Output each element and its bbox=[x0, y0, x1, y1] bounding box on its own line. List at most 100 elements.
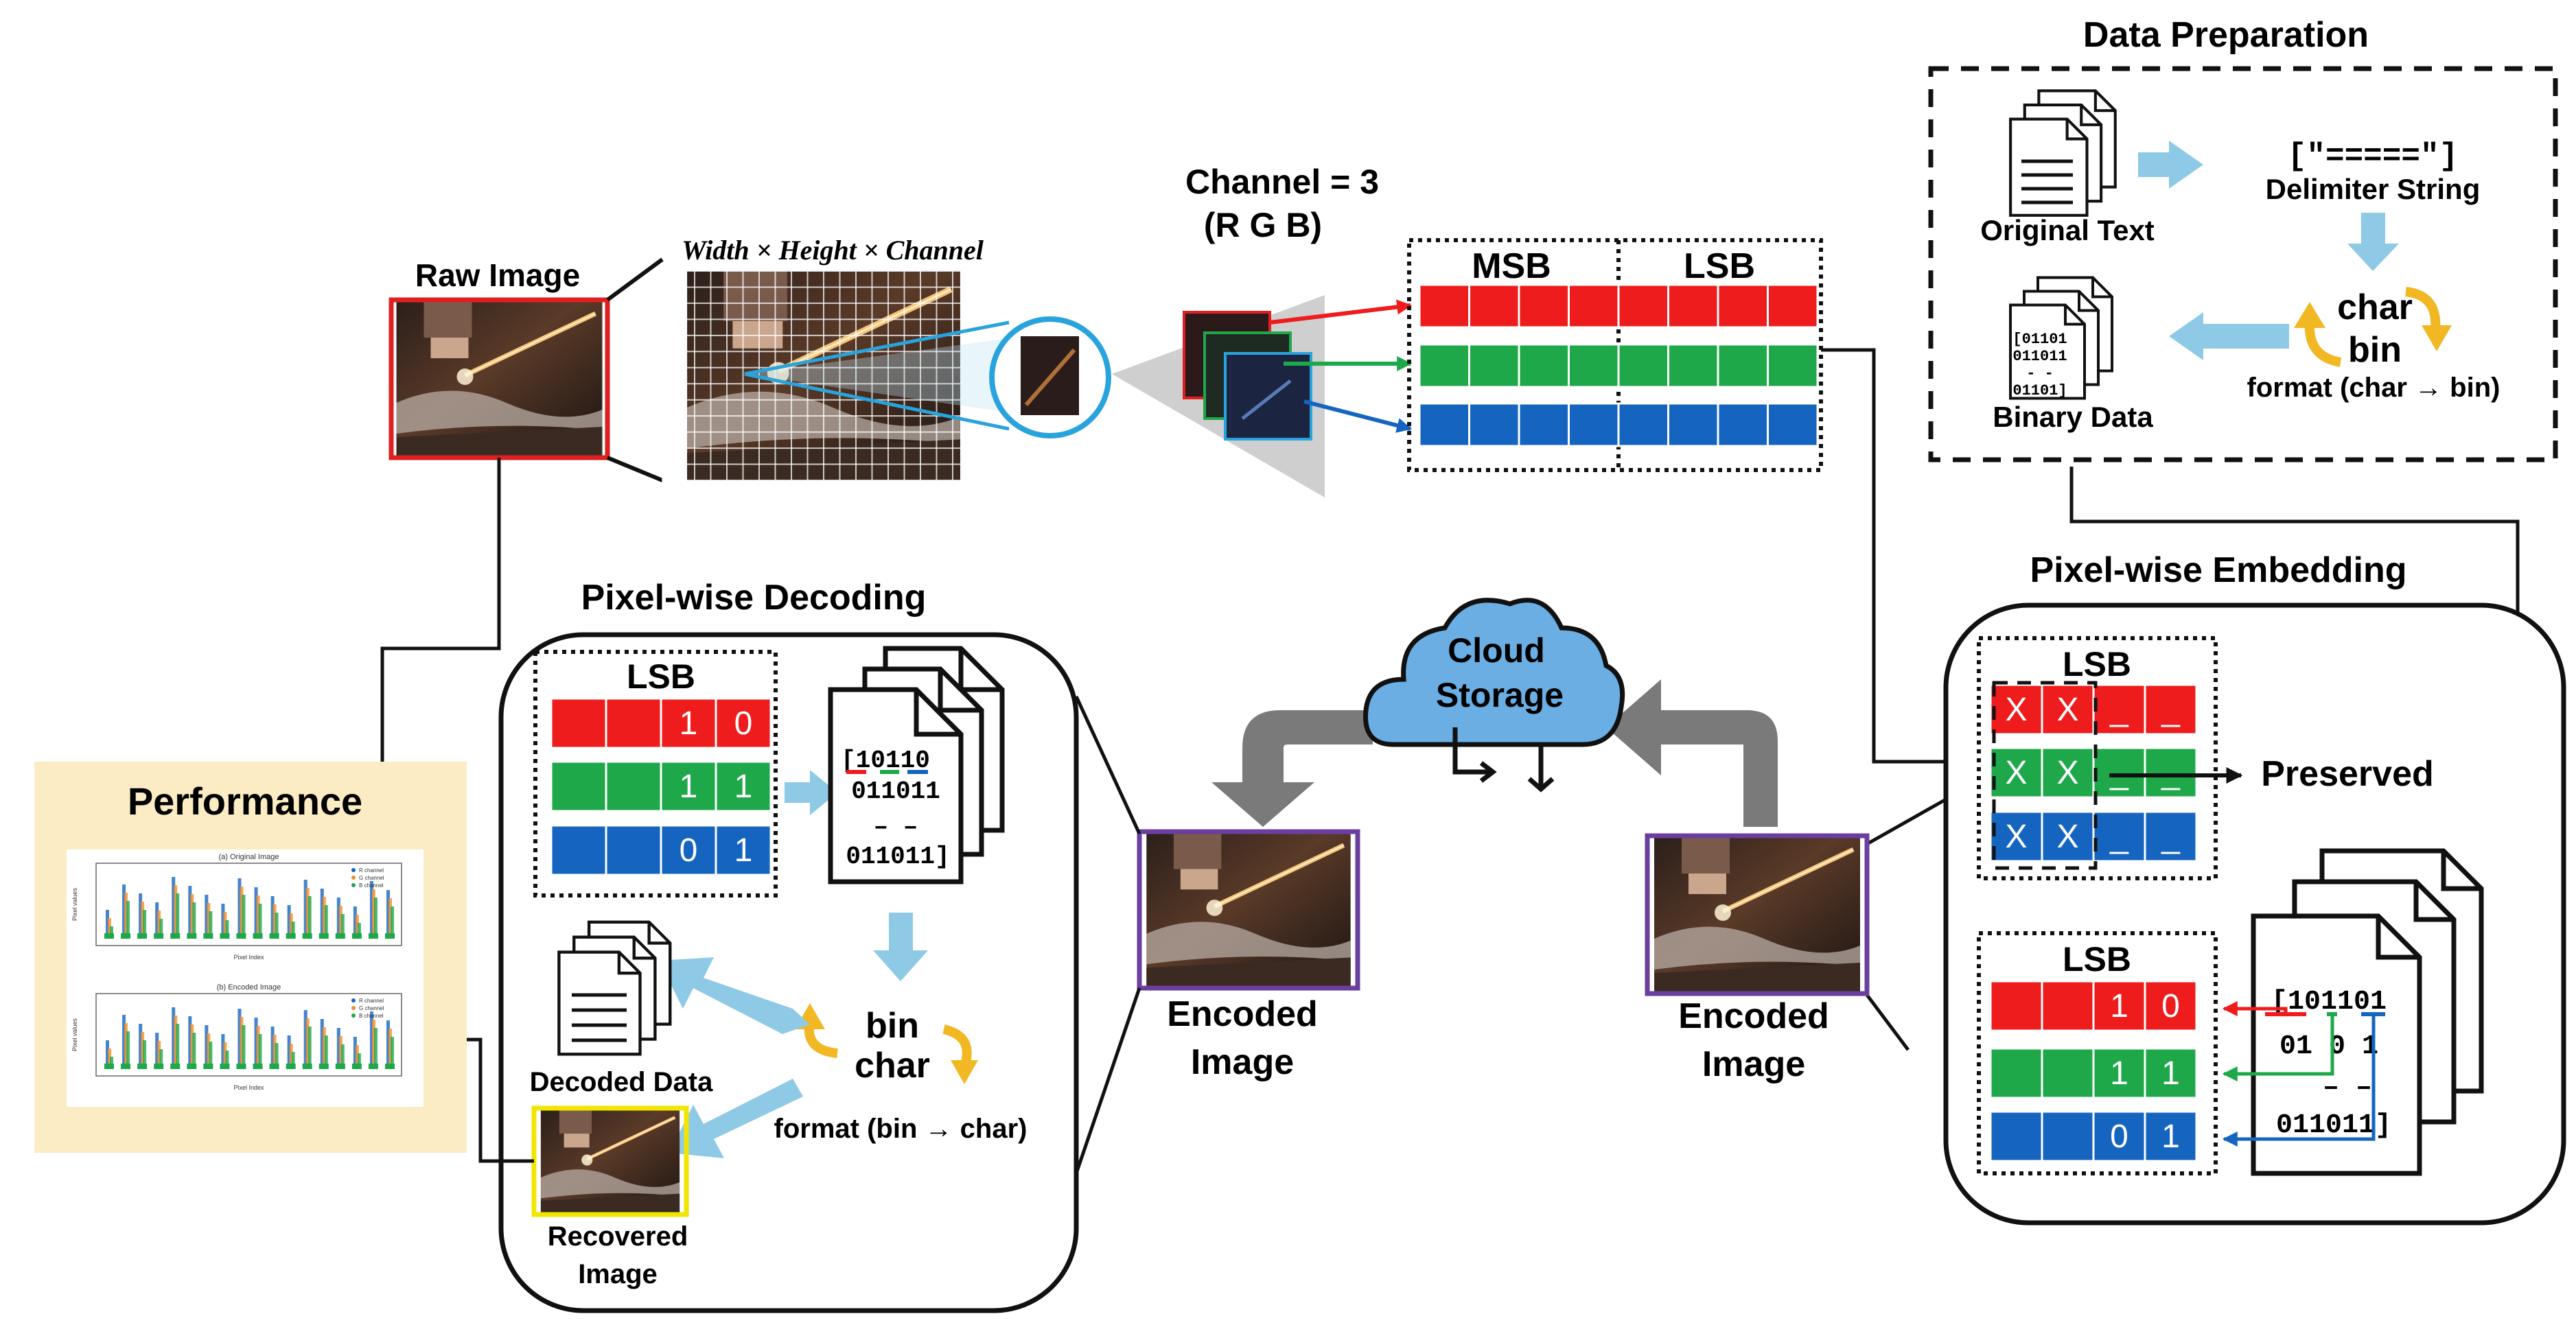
plot-original-series-3-peak-15 bbox=[340, 914, 345, 937]
plot-encoded-baseline-15 bbox=[335, 1064, 345, 1069]
bit-cell-blue-6 bbox=[1667, 402, 1719, 447]
embedding-top-cell-red-1 bbox=[1989, 683, 2043, 736]
delimiter-to-format-arrow bbox=[2347, 213, 2399, 271]
recovered-line1: Recovered bbox=[548, 1221, 688, 1252]
plot-original-series-3-peak-6 bbox=[192, 902, 196, 937]
plot-original-series-2-peak-15 bbox=[338, 906, 343, 937]
plot-original-series-2-peak-3 bbox=[141, 902, 145, 937]
embedding-top-cell-blue-4 bbox=[2144, 810, 2198, 863]
embedding-top-cell-red-4 bbox=[2144, 683, 2198, 736]
bit-cell-blue-5 bbox=[1617, 402, 1669, 447]
encoded-right-line1: Encoded bbox=[1678, 996, 1829, 1036]
plot-original-series-3-peak-16 bbox=[357, 923, 361, 937]
plot-original-title: (a) Original Image bbox=[218, 853, 279, 861]
decoding-cell-red-1 bbox=[550, 697, 607, 749]
bit-cell-red-8 bbox=[1767, 283, 1819, 329]
plot-original-series-2-peak-12 bbox=[289, 913, 293, 937]
data-prep-box bbox=[1928, 66, 2558, 462]
plot-encoded-baseline-17 bbox=[368, 1064, 378, 1069]
embedding-top-cell-green-4 bbox=[2144, 747, 2198, 799]
binary-doc-line1: [01101 bbox=[2012, 331, 2067, 348]
plot-encoded-series-3-peak-9 bbox=[242, 1025, 246, 1068]
plot-encoded-series-3-peak-1 bbox=[110, 1057, 113, 1068]
decoding-cell-green-2 bbox=[605, 760, 662, 812]
decoding-lsb-box bbox=[533, 650, 778, 898]
decoding-char-label: char bbox=[855, 1046, 930, 1086]
embed-green-arrow bbox=[2222, 1014, 2334, 1081]
bin-char-cycle-icon bbox=[795, 1003, 978, 1084]
embedding-zoom-line-bottom bbox=[1866, 994, 1910, 1051]
plot-encoded-baseline-16 bbox=[351, 1064, 362, 1069]
plot-encoded-series-1-peak-18 bbox=[386, 1020, 390, 1068]
plot-original-series-2-peak-2 bbox=[124, 893, 128, 937]
plot-encoded-baseline-10 bbox=[253, 1064, 263, 1069]
plot-original-series-3-peak-14 bbox=[324, 905, 328, 937]
pixel-magnifier bbox=[744, 316, 1111, 438]
embedding-bottom-cell-green-2 bbox=[2041, 1047, 2095, 1099]
cloud-line1: Cloud bbox=[1448, 631, 1545, 670]
plot-encoded-series-3-peak-18 bbox=[391, 1037, 394, 1068]
decoding-cell-green-3 bbox=[660, 760, 717, 812]
plot-original-series-3-peak-2 bbox=[126, 901, 130, 937]
embedding-top-bit-green-3: _ bbox=[2109, 755, 2129, 791]
plot-encoded-series-3-peak-10 bbox=[258, 1034, 262, 1068]
decoding-bin-label: bin bbox=[866, 1006, 919, 1046]
plot-original-series-1-peak-1 bbox=[106, 910, 109, 937]
plot-original-series-2-peak-6 bbox=[190, 894, 194, 937]
plot-original-baseline-13 bbox=[302, 933, 312, 939]
plot-original-series-1-peak-12 bbox=[287, 905, 291, 937]
plot-original-baseline-5 bbox=[170, 933, 181, 939]
plot-original-series-2-peak-8 bbox=[223, 912, 227, 937]
decoding-cell-blue-1 bbox=[550, 824, 607, 876]
decoding-cell-blue-4 bbox=[715, 824, 772, 876]
bit-cell-blue-1 bbox=[1418, 402, 1470, 447]
decoded-data-label: Decoded Data bbox=[530, 1067, 713, 1097]
embedding-bottom-cell-red-4 bbox=[2144, 980, 2198, 1032]
decoding-cell-red-2 bbox=[605, 697, 662, 749]
plot-original-baseline-1 bbox=[104, 933, 114, 939]
plot-encoded-baseline-14 bbox=[318, 1064, 329, 1069]
decoding-doc-line2: 011011 bbox=[851, 777, 940, 806]
decoding-cell-blue-3 bbox=[660, 824, 717, 876]
plot-encoded-series-1-peak-10 bbox=[254, 1018, 258, 1068]
plot-encoded-series-2-peak-3 bbox=[141, 1032, 145, 1068]
embedding-bottom-cell-green-4 bbox=[2144, 1047, 2198, 1099]
plot-encoded-series-3-peak-3 bbox=[143, 1040, 147, 1068]
original-text-label: Original Text bbox=[1980, 214, 2155, 246]
plot-encoded-legend-3: B channel bbox=[359, 1013, 384, 1019]
plot-encoded-legend-marker-1 bbox=[351, 998, 356, 1003]
plot-encoded-series-1-peak-14 bbox=[320, 1019, 324, 1068]
format-bin-to-char: format (bin → char) bbox=[774, 1114, 1028, 1144]
plot-original-series-1-peak-7 bbox=[205, 895, 209, 937]
plot-original-baseline-14 bbox=[318, 933, 329, 939]
plot-original-series-1-peak-3 bbox=[139, 893, 143, 937]
embedding-binary-doc-icon bbox=[2251, 848, 2484, 1176]
embedding-top-bit-blue-1: X bbox=[2005, 819, 2027, 855]
plot-original-series-3-peak-9 bbox=[242, 895, 246, 937]
plot-encoded-series-2-peak-14 bbox=[322, 1027, 326, 1068]
plot-encoded-series-1-peak-15 bbox=[336, 1028, 340, 1068]
plot-encoded-series-2-peak-9 bbox=[240, 1017, 244, 1068]
plot-original-series-2-peak-10 bbox=[256, 895, 260, 937]
performance-title: Performance bbox=[128, 780, 362, 823]
channel-rgb-label: (R G B) bbox=[1204, 206, 1322, 244]
plot-original-series-1-peak-9 bbox=[237, 878, 242, 937]
plot-original-baseline-18 bbox=[385, 933, 395, 939]
plot-encoded-series-1-peak-12 bbox=[287, 1035, 291, 1068]
embedding-bottom-bit-green-4: 1 bbox=[2161, 1055, 2180, 1092]
plot-encoded-baseline-7 bbox=[203, 1064, 213, 1069]
format-to-binary-arrow bbox=[2169, 312, 2289, 360]
bit-plane-table: MSB LSB bbox=[1407, 238, 1823, 472]
decoded-data-doc-icon bbox=[559, 922, 670, 1055]
upload-to-cloud-arrow bbox=[1606, 679, 1778, 827]
plot-original-series-1-peak-11 bbox=[270, 896, 275, 937]
embedding-top-bit-red-4: _ bbox=[2161, 692, 2181, 728]
plot-encoded-series-3-peak-7 bbox=[209, 1042, 213, 1068]
plot-original-xlabel: Pixel Index bbox=[233, 954, 264, 961]
plot-original-series-3-peak-4 bbox=[159, 919, 163, 937]
decoding-bit-blue-4: 1 bbox=[734, 832, 753, 869]
embedding-bottom-box bbox=[1977, 931, 2218, 1175]
plot-encoded-baseline-3 bbox=[137, 1064, 148, 1069]
plot-encoded-series-2-peak-2 bbox=[124, 1023, 128, 1068]
decoding-doc-line4: 011011] bbox=[846, 843, 949, 871]
